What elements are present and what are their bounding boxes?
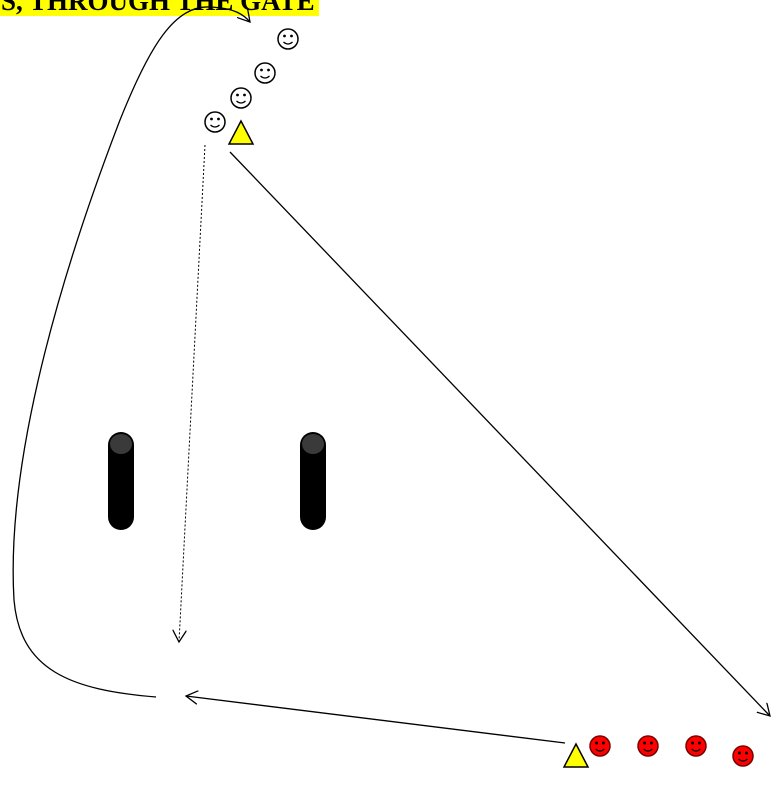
return-pass-line bbox=[186, 696, 566, 744]
red-player-1 bbox=[589, 735, 611, 757]
red-player-4 bbox=[732, 745, 754, 767]
white-player-1 bbox=[277, 28, 299, 50]
diagonal-pass-line bbox=[229, 151, 770, 716]
red-player-3 bbox=[685, 735, 707, 757]
white-player-4 bbox=[204, 111, 226, 133]
gate-pole-left bbox=[108, 432, 134, 530]
white-player-2 bbox=[254, 62, 276, 84]
red-player-2 bbox=[637, 735, 659, 757]
cone-top bbox=[227, 119, 255, 145]
white-player-3 bbox=[230, 87, 252, 109]
curved-run-line bbox=[12, 6, 250, 698]
cone-bottom bbox=[562, 742, 590, 768]
dotted-run-line bbox=[179, 144, 206, 642]
gate-pole-right bbox=[300, 432, 326, 530]
